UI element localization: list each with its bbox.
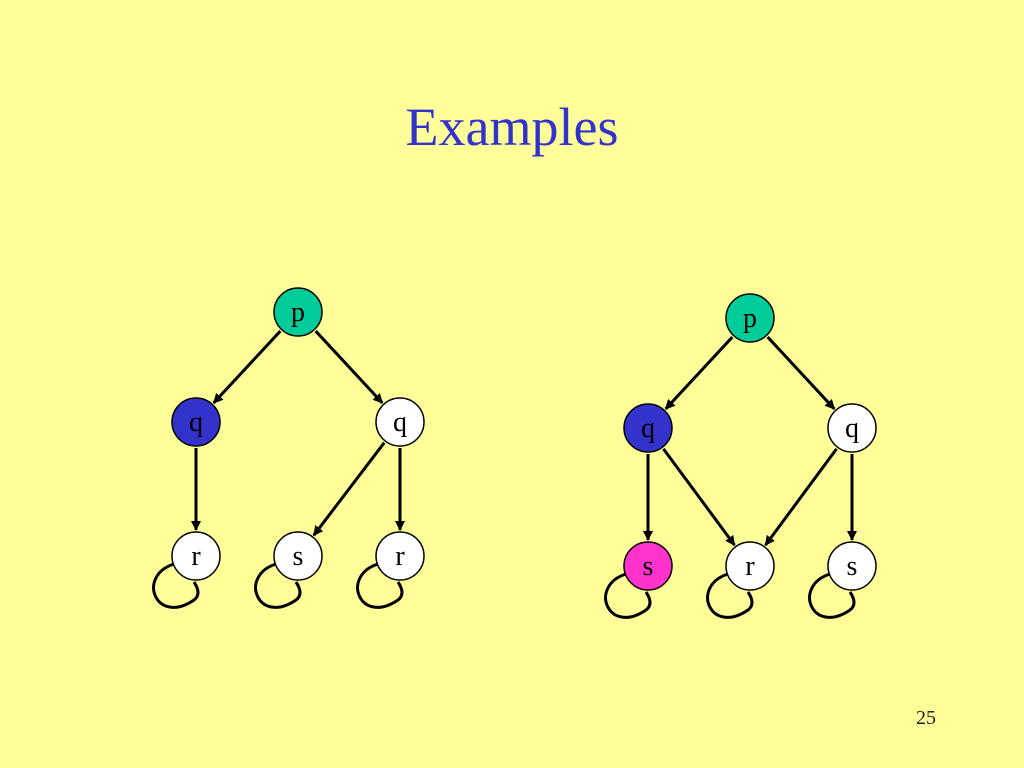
- edge-p-q1: [212, 330, 282, 404]
- node-q1: q: [171, 397, 221, 447]
- node-circle: [725, 293, 775, 343]
- node-label: r: [395, 541, 405, 572]
- node-circle: [623, 403, 673, 453]
- self-loop-s2: [808, 572, 856, 619]
- node-r1: r: [725, 541, 775, 591]
- node-circle: [273, 531, 323, 581]
- left-graph: p q q r s r: [152, 287, 425, 609]
- node-label: q: [641, 413, 655, 444]
- edge-p-q1: [664, 336, 734, 410]
- node-label: q: [845, 413, 859, 444]
- node-label: r: [745, 551, 755, 582]
- node-circle: [171, 531, 221, 581]
- node-circle: [623, 541, 673, 591]
- node-s1: s: [273, 531, 323, 581]
- node-r1: r: [171, 531, 221, 581]
- node-r2: r: [375, 531, 425, 581]
- self-loop-r1: [152, 562, 200, 609]
- edge-p-q2: [314, 330, 384, 404]
- node-circle: [375, 397, 425, 447]
- node-circle: [827, 403, 877, 453]
- node-circle: [827, 541, 877, 591]
- self-loop-s1: [604, 572, 652, 619]
- node-label: p: [743, 303, 757, 334]
- node-label: s: [847, 551, 858, 582]
- node-label: p: [291, 297, 305, 328]
- node-label: s: [293, 541, 304, 572]
- self-loop-r1: [706, 572, 754, 619]
- self-loop-s1: [254, 562, 302, 609]
- node-q1: q: [623, 403, 673, 453]
- node-circle: [273, 287, 323, 337]
- edge-q2-s1: [312, 441, 386, 537]
- page-number: 25: [916, 707, 936, 729]
- node-circle: [375, 531, 425, 581]
- node-s1: s: [623, 541, 673, 591]
- edge-q1-r1: [662, 448, 736, 546]
- edge-q2-r1: [764, 448, 838, 546]
- node-p: p: [273, 287, 323, 337]
- node-q2: q: [375, 397, 425, 447]
- node-circle: [171, 397, 221, 447]
- node-label: r: [191, 541, 201, 572]
- slide-title: Examples: [405, 97, 619, 157]
- node-label: q: [189, 407, 203, 438]
- node-label: s: [643, 551, 654, 582]
- node-q2: q: [827, 403, 877, 453]
- right-graph: p q q s r s: [604, 293, 877, 619]
- self-loop-r2: [356, 562, 404, 609]
- node-s2: s: [827, 541, 877, 591]
- node-label: q: [393, 407, 407, 438]
- edge-p-q2: [766, 336, 836, 410]
- node-circle: [725, 541, 775, 591]
- node-p: p: [725, 293, 775, 343]
